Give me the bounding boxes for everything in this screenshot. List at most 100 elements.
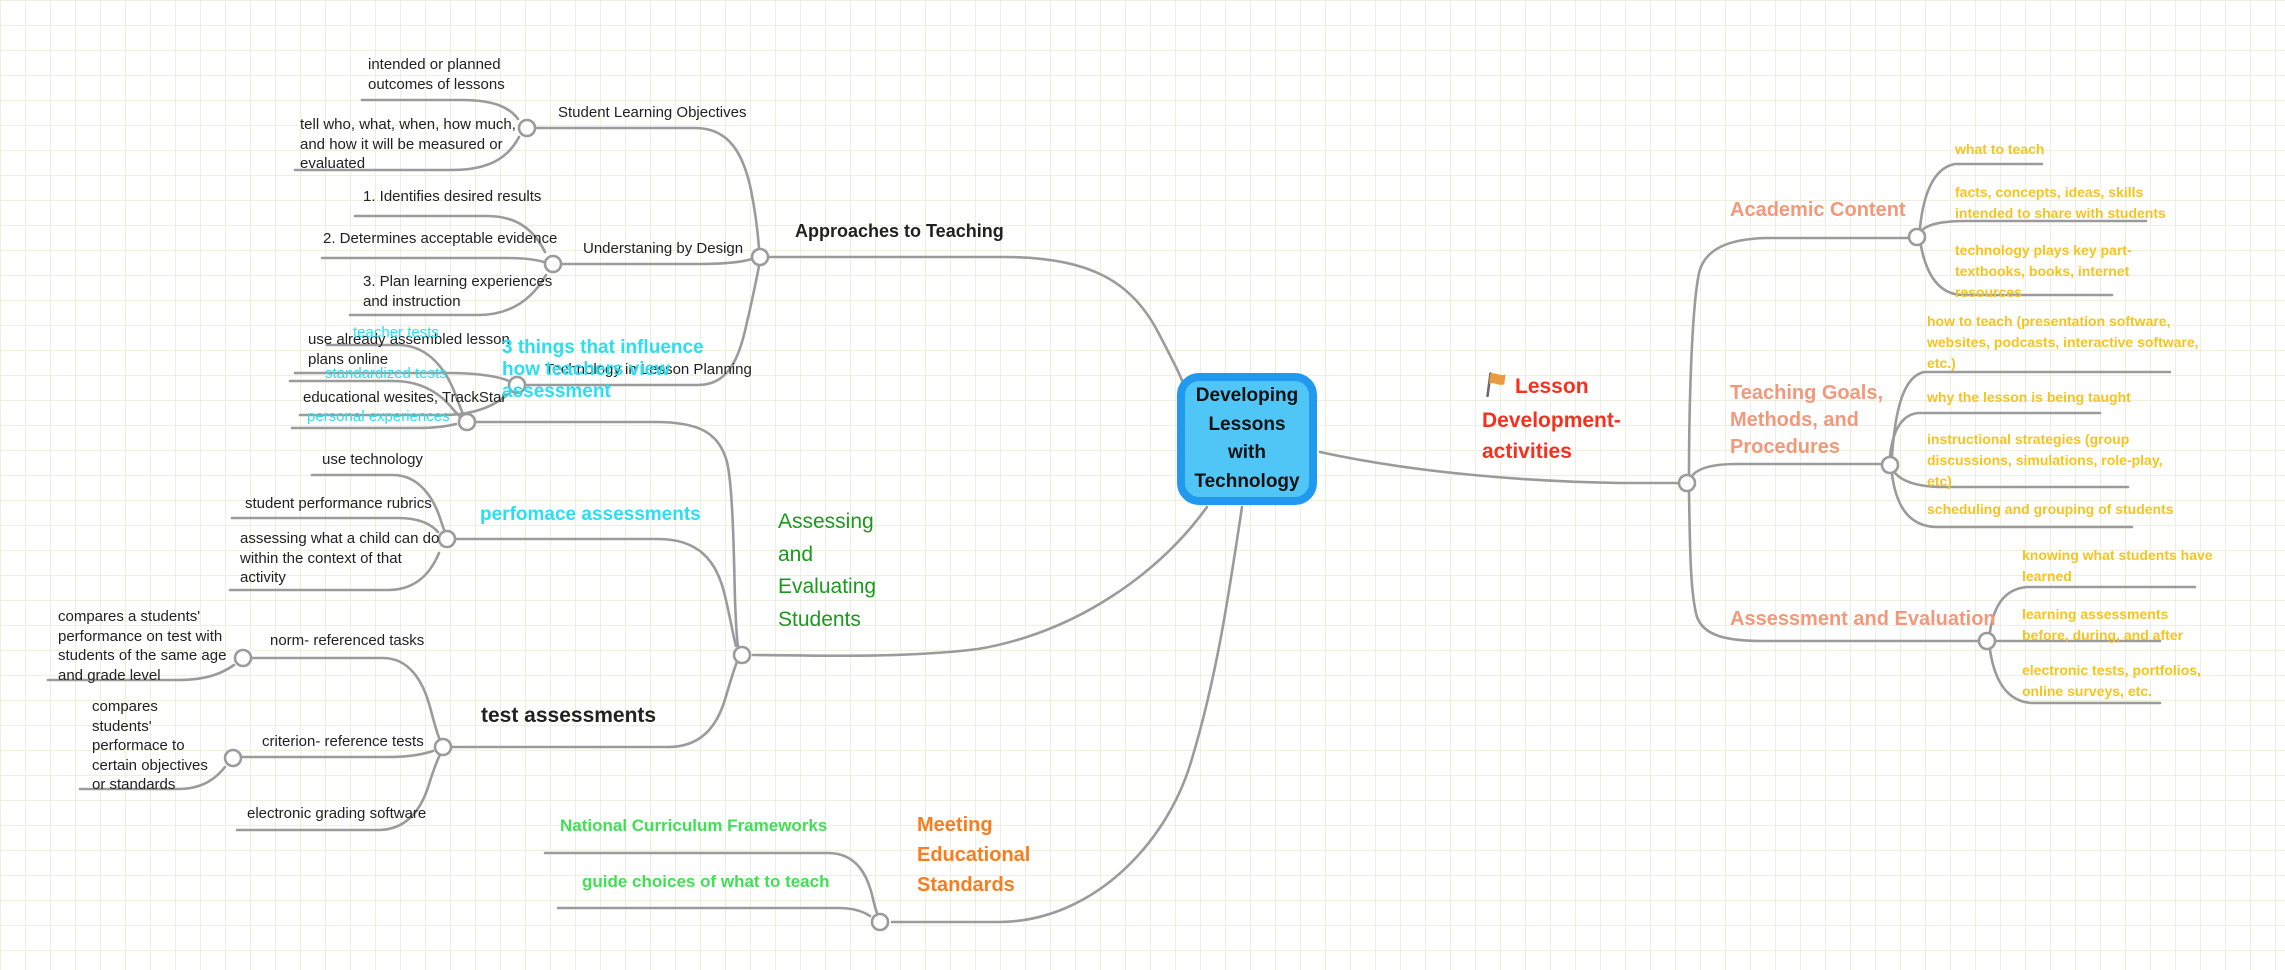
node-determines-acceptable-evidence[interactable]: 2. Determines acceptable evidence xyxy=(323,230,558,247)
node-facts-concepts-ideas[interactable]: facts, concepts, ideas, skills intended … xyxy=(1955,184,2166,221)
connector-ubd-1 xyxy=(353,214,547,254)
central-node-label: Developing Lessons with Technology xyxy=(1194,385,1300,492)
central-node-developing-lessons-with-technology[interactable]: Developing Lessons with Technology xyxy=(1177,373,1317,505)
junction-point[interactable] xyxy=(437,529,457,549)
node-norm-referenced-tasks[interactable]: norm- referenced tasks xyxy=(270,632,425,649)
junction-point[interactable] xyxy=(732,645,752,665)
connector-tech-lessons xyxy=(293,371,511,383)
node-identifies-desired-results[interactable]: 1. Identifies desired results xyxy=(363,188,542,205)
node-tell-who-what-when[interactable]: tell who, what, when, how much, and how … xyxy=(300,116,516,172)
node-what-to-teach[interactable]: what to teach xyxy=(1955,141,2045,157)
connector-norm-tasks xyxy=(250,656,442,742)
node-why-lesson-taught[interactable]: why the lesson is being taught xyxy=(1927,389,2131,405)
junction-point[interactable] xyxy=(1677,473,1697,493)
junction-point[interactable] xyxy=(517,118,537,138)
node-teacher-tests[interactable]: teacher tests xyxy=(353,324,439,341)
connector-grading-software xyxy=(235,753,442,832)
node-national-curriculum-frameworks[interactable]: National Curriculum Frameworks xyxy=(560,816,828,835)
node-intended-outcomes[interactable]: intended or planned outcomes of lessons xyxy=(368,56,505,93)
connector-standardized-tests xyxy=(288,379,462,419)
connector-what-to-teach xyxy=(1918,162,2044,230)
connector-electronic-tests xyxy=(1988,648,2162,705)
connector-meeting-central xyxy=(890,505,1244,924)
node-test-assessments[interactable]: test assessments xyxy=(481,704,657,727)
node-scheduling-grouping[interactable]: scheduling and grouping of students xyxy=(1927,501,2174,517)
node-student-performance-rubrics[interactable]: student performance rubrics xyxy=(245,495,432,512)
connector-criterion-compare xyxy=(78,765,227,791)
node-assessing-and-evaluating-students[interactable]: Assessing and Evaluating Students xyxy=(778,510,877,631)
node-educational-websites-trackstar[interactable]: educational wesites, TrackStar xyxy=(303,389,507,406)
connector-norm-compare xyxy=(46,663,236,682)
connector-knowing xyxy=(1988,585,2197,634)
junction-point[interactable] xyxy=(223,748,243,768)
connector-scheduling xyxy=(1890,472,2134,529)
connector-academic xyxy=(1687,236,1910,476)
node-approaches-to-teaching[interactable]: Approaches to Teaching xyxy=(795,221,1004,241)
connector-evaluation xyxy=(1687,490,1980,643)
node-standardized-tests[interactable]: standardized tests xyxy=(325,365,447,382)
node-personal-experiences[interactable]: personal experiences xyxy=(307,408,450,425)
junction-point[interactable] xyxy=(457,412,477,432)
connector-tech-planning xyxy=(524,264,761,387)
node-electronic-tests-portfolios[interactable]: electronic tests, portfolios, online sur… xyxy=(2022,662,2201,699)
junction-point[interactable] xyxy=(433,737,453,757)
node-guide-choices-what-to-teach[interactable]: guide choices of what to teach xyxy=(582,872,830,891)
connector-teacher-tests xyxy=(325,343,466,418)
connector-lessondev-central xyxy=(1318,450,1680,485)
node-use-assembled-lesson-plans[interactable]: use already assembled lesson plans onlin… xyxy=(308,331,510,368)
junction-point[interactable] xyxy=(750,247,770,267)
connector-slo xyxy=(534,126,761,250)
connector-strategies xyxy=(1893,471,2130,489)
node-knowing-what-learned[interactable]: knowing what students have learned xyxy=(2022,547,2213,584)
node-understaning-by-design[interactable]: Understaning by Design xyxy=(583,240,744,257)
connector-guide-choices xyxy=(556,906,872,918)
connector-personal-experiences xyxy=(290,422,458,430)
connector-ubd xyxy=(560,257,754,266)
connector-approaches-central xyxy=(767,255,1187,390)
node-electronic-grading-software[interactable]: electronic grading software xyxy=(247,805,427,822)
node-assessment-and-evaluation[interactable]: Assessment and Evaluation xyxy=(1730,608,1996,630)
node-instructional-strategies[interactable]: instructional strategies (group discussi… xyxy=(1927,431,2163,489)
connector-tech-websites xyxy=(298,392,510,417)
node-performance-assessments[interactable]: perfomace assessments xyxy=(480,504,701,525)
node-student-learning-objectives[interactable]: Student Learning Objectives xyxy=(558,104,747,121)
node-technology-in-lesson-planning[interactable]: Technology in Lesson Planning xyxy=(545,361,752,378)
node-how-to-teach[interactable]: how to teach (presentation software, web… xyxy=(1927,313,2199,371)
junction-point[interactable] xyxy=(870,912,890,932)
node-criterion-comparison-note[interactable]: compares students' performace to certain… xyxy=(92,698,208,793)
connector-goals xyxy=(1690,462,1883,478)
junction-point[interactable] xyxy=(1880,455,1900,475)
connector-ncf xyxy=(543,851,879,915)
connector-why-taught xyxy=(1888,411,2102,458)
node-academic-content[interactable]: Academic Content xyxy=(1730,199,1906,221)
node-lesson-development-activities[interactable]: Lesson Development- activities xyxy=(1482,371,1621,467)
junction-point[interactable] xyxy=(507,375,527,395)
connector-context xyxy=(228,551,441,592)
junction-point[interactable] xyxy=(1907,227,1927,247)
connector-three-things xyxy=(474,420,740,648)
connector-facts xyxy=(1920,219,2148,232)
connector-performance xyxy=(454,537,738,648)
connector-tech-key-part xyxy=(1919,244,2114,297)
node-three-things-influence-assessment[interactable]: 3 things that influence how teachers vie… xyxy=(502,337,704,403)
node-meeting-educational-standards[interactable]: Meeting Educational Standards xyxy=(917,814,1031,896)
node-technology-key-part[interactable]: technology plays key part- textbooks, bo… xyxy=(1955,242,2132,300)
junction-point[interactable] xyxy=(1977,631,1997,651)
connector-criterion-tests xyxy=(240,749,435,759)
node-assessing-child-context[interactable]: assessing what a child can do within the… xyxy=(240,530,440,586)
node-teaching-goals-methods-procedures[interactable]: Teaching Goals, Methods, and Procedures xyxy=(1730,382,1883,458)
node-plan-learning-experiences[interactable]: 3. Plan learning experiences and instruc… xyxy=(363,273,553,310)
node-learning-assessments-timing[interactable]: learning assessments before, during, and… xyxy=(2022,606,2184,643)
junction-point[interactable] xyxy=(233,648,253,668)
connector-assessing-central xyxy=(751,505,1209,658)
node-lesson-development-label: Lesson Development- activities xyxy=(1482,375,1621,463)
connector-slo-tell xyxy=(293,135,521,172)
connector-rubrics xyxy=(230,516,440,534)
connector-ubd-2 xyxy=(320,256,546,264)
node-norm-comparison-note[interactable]: compares a students' performance on test… xyxy=(58,608,227,684)
junction-point[interactable] xyxy=(543,254,563,274)
node-criterion-reference-tests[interactable]: criterion- reference tests xyxy=(262,733,424,750)
node-use-technology[interactable]: use technology xyxy=(322,451,423,468)
